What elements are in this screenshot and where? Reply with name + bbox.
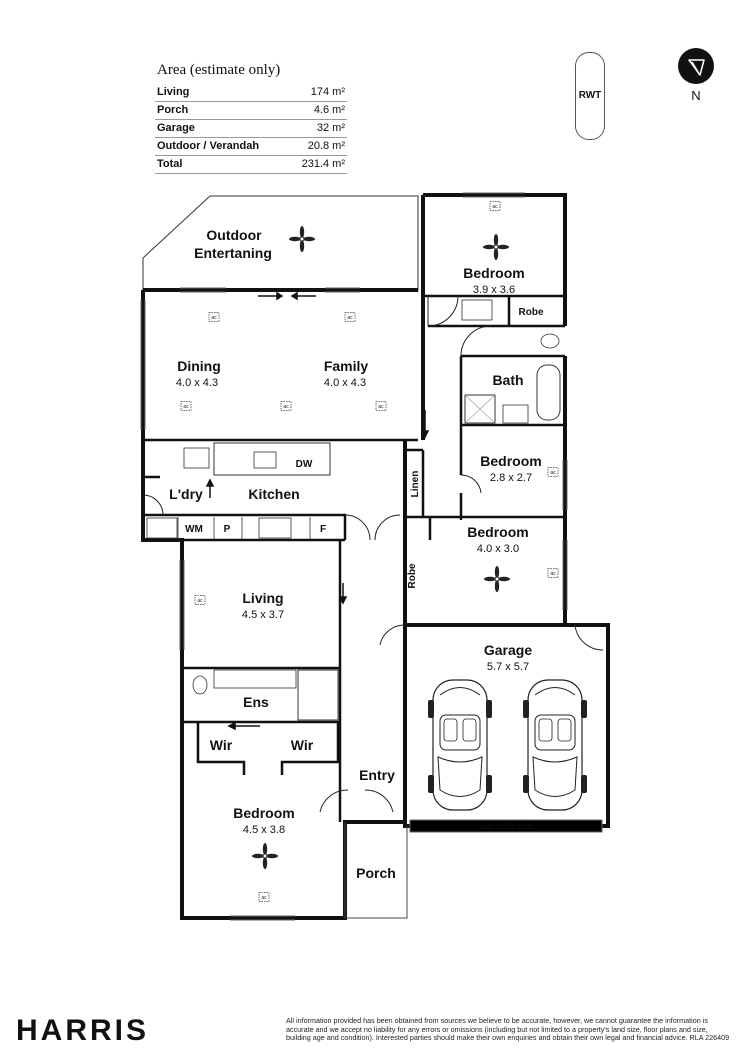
wm-label: WM (185, 524, 203, 535)
master-bedroom-label: Bedroom (233, 805, 294, 821)
robe1-label: Robe (519, 307, 544, 318)
garage-dim: 5.7 x 5.7 (487, 661, 529, 673)
living-label: Living (242, 590, 283, 606)
area-row: Outdoor / Verandah 20.8 m² (155, 138, 347, 156)
ceiling-fan-icon (288, 225, 316, 253)
ac-vent-icon (280, 401, 292, 411)
shower-lines (464, 394, 496, 424)
roller-door-label: auto roller door (479, 822, 533, 831)
laundry-label: L'dry (169, 486, 203, 502)
bedroom2-dim: 2.8 x 2.7 (490, 472, 532, 484)
wir2-label: Wir (291, 737, 314, 753)
area-row: Living 174 m² (155, 84, 347, 102)
disclaimer-text: All information provided has been obtain… (286, 1016, 730, 1043)
master-bedroom-dim: 4.5 x 3.8 (243, 824, 285, 836)
kitchen-label: Kitchen (248, 486, 299, 502)
ac-vent-icon (180, 401, 192, 411)
ac-vent-icon (547, 467, 559, 477)
area-label: Total (157, 158, 183, 170)
pantry-label: P (224, 524, 231, 535)
bedroom1-dim: 3.9 x 3.6 (473, 284, 515, 296)
ac-vent-icon (194, 595, 206, 605)
outer-walls (141, 193, 610, 920)
porch-label: Porch (356, 865, 396, 881)
area-value: 20.8 m² (307, 140, 345, 152)
dining-dim: 4.0 x 4.3 (176, 377, 218, 389)
outdoor-boundary (142, 195, 419, 291)
cooktop-icon (258, 517, 292, 539)
area-value: 4.6 m² (313, 104, 345, 116)
sink-icon (253, 451, 277, 469)
toilet-icon (540, 333, 560, 349)
ac-vent-icon (489, 201, 501, 211)
ensuite-shower-icon (297, 669, 339, 721)
dw-label: DW (296, 459, 313, 470)
family-dim: 4.0 x 4.3 (324, 377, 366, 389)
outdoor-label: Entertaning (194, 245, 272, 261)
area-value: 174 m² (310, 86, 345, 98)
bathtub-icon (536, 364, 561, 421)
wir1-label: Wir (210, 737, 233, 753)
basin-icon (461, 299, 493, 321)
bath-label: Bath (492, 372, 523, 388)
family-label: Family (324, 358, 369, 374)
rainwater-tank: RWT (575, 52, 605, 140)
north-arrow-icon (678, 48, 714, 84)
area-value: 231.4 m² (301, 158, 345, 170)
area-value: 32 m² (316, 122, 345, 134)
toilet-icon (192, 675, 208, 695)
area-label: Outdoor / Verandah (157, 140, 260, 152)
ceiling-fan-icon (483, 565, 511, 593)
car-icon (522, 679, 588, 811)
north-label: N (691, 88, 701, 103)
interior-walls (143, 294, 565, 822)
porch-boundary (344, 822, 408, 919)
floor-plan: ac (140, 192, 610, 921)
shower-icon (464, 394, 496, 424)
area-label: Living (157, 86, 190, 98)
living-dim: 4.5 x 3.7 (242, 609, 284, 621)
outdoor-label: Outdoor (206, 227, 262, 243)
ac-vent-icon (547, 568, 559, 578)
fridge-label: F (320, 524, 326, 535)
bedroom3-label: Bedroom (467, 524, 528, 540)
linen-label: Linen (410, 471, 421, 498)
area-label: Porch (157, 104, 189, 116)
rwt-label: RWT (578, 90, 602, 101)
area-table: Living 174 m² Porch 4.6 m² Garage 32 m² Out… (155, 84, 347, 174)
robe2-label: Robe (407, 563, 418, 588)
car-icon (427, 679, 493, 811)
bench-dividers (177, 517, 311, 540)
bedroom2-label: Bedroom (480, 453, 541, 469)
area-label: Garage (157, 122, 195, 134)
ceiling-fan-icon (482, 233, 510, 261)
kitchen-bench (213, 442, 331, 476)
basin-icon (502, 404, 529, 424)
area-row: Garage 32 m² (155, 120, 347, 138)
entry-label: Entry (359, 767, 395, 783)
north-indicator: N (678, 48, 718, 108)
ac-vent-icon (375, 401, 387, 411)
area-row: Porch 4.6 m² (155, 102, 347, 120)
slider-arrows (205, 291, 430, 731)
ac-vent-icon (344, 312, 356, 322)
area-row: Total 231.4 m² (155, 156, 347, 174)
doors (142, 295, 604, 813)
ensuite-label: Ens (243, 694, 269, 710)
trough-icon (146, 517, 178, 539)
area-title: Area (estimate only) (157, 62, 281, 78)
laundry-sink-icon (183, 447, 210, 469)
bedroom3-dim: 4.0 x 3.0 (477, 543, 519, 555)
vanity-icon (213, 669, 297, 689)
ac-vent-icon (208, 312, 220, 322)
ac-vent-icon (258, 892, 270, 902)
dining-label: Dining (177, 358, 221, 374)
bedroom1-label: Bedroom (463, 265, 524, 281)
brand-logo: HARRIS (16, 1014, 150, 1047)
windows (140, 192, 603, 921)
ceiling-fan-icon (251, 842, 279, 870)
garage-label: Garage (484, 642, 532, 658)
